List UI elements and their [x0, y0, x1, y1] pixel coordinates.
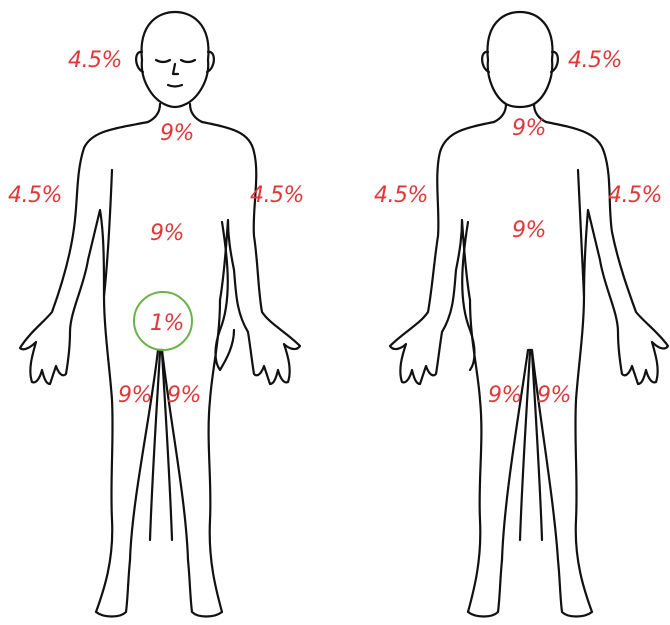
front-right-leg-outer	[188, 300, 222, 617]
back-right-leg-label: 9%	[537, 385, 571, 407]
back-left-leg-label: 9%	[488, 385, 522, 407]
back-left-arm-label: 4.5%	[374, 185, 428, 207]
front-head	[142, 12, 209, 107]
front-left-arm-label: 4.5%	[8, 185, 62, 207]
front-right-inner-arm	[216, 222, 235, 370]
back-left-outline	[390, 122, 494, 384]
front-nose	[173, 64, 178, 74]
front-left-outline	[20, 122, 148, 384]
back-figure	[390, 12, 668, 617]
back-lower-back-label: 9%	[512, 220, 546, 242]
front-eye-left	[156, 60, 170, 62]
back-neck-left	[494, 104, 506, 122]
back-right-inner-arm	[578, 170, 584, 296]
back-inner-leg-line	[520, 352, 530, 540]
back-left-leg-outer	[468, 300, 502, 617]
front-eye-right	[181, 60, 195, 62]
back-right-arm-label: 4.5%	[608, 185, 662, 207]
front-left-leg-label: 9%	[118, 385, 152, 407]
front-genitalia-label: 1%	[150, 313, 184, 335]
back-right-outline	[546, 122, 668, 384]
front-right-leg-label: 9%	[167, 385, 201, 407]
front-left-inner-arm	[104, 170, 112, 296]
back-inner-legs	[502, 350, 558, 560]
front-right-arm-label: 4.5%	[250, 185, 304, 207]
front-left-leg-outer	[96, 296, 130, 617]
back-inner-leg-line-2	[532, 352, 542, 540]
front-mouth	[168, 85, 182, 87]
back-right-leg-outer	[558, 296, 592, 617]
front-chest-label: 9%	[160, 123, 194, 145]
back-head	[488, 12, 553, 107]
front-neck-left	[148, 104, 160, 122]
back-head-neck-label: 4.5%	[568, 50, 622, 72]
back-upper-back-label: 9%	[512, 118, 546, 140]
front-neck-right	[190, 104, 202, 122]
front-inner-leg-line-2	[162, 352, 172, 540]
front-abdomen-label: 9%	[150, 223, 184, 245]
front-head-neck-label: 4.5%	[68, 50, 122, 72]
